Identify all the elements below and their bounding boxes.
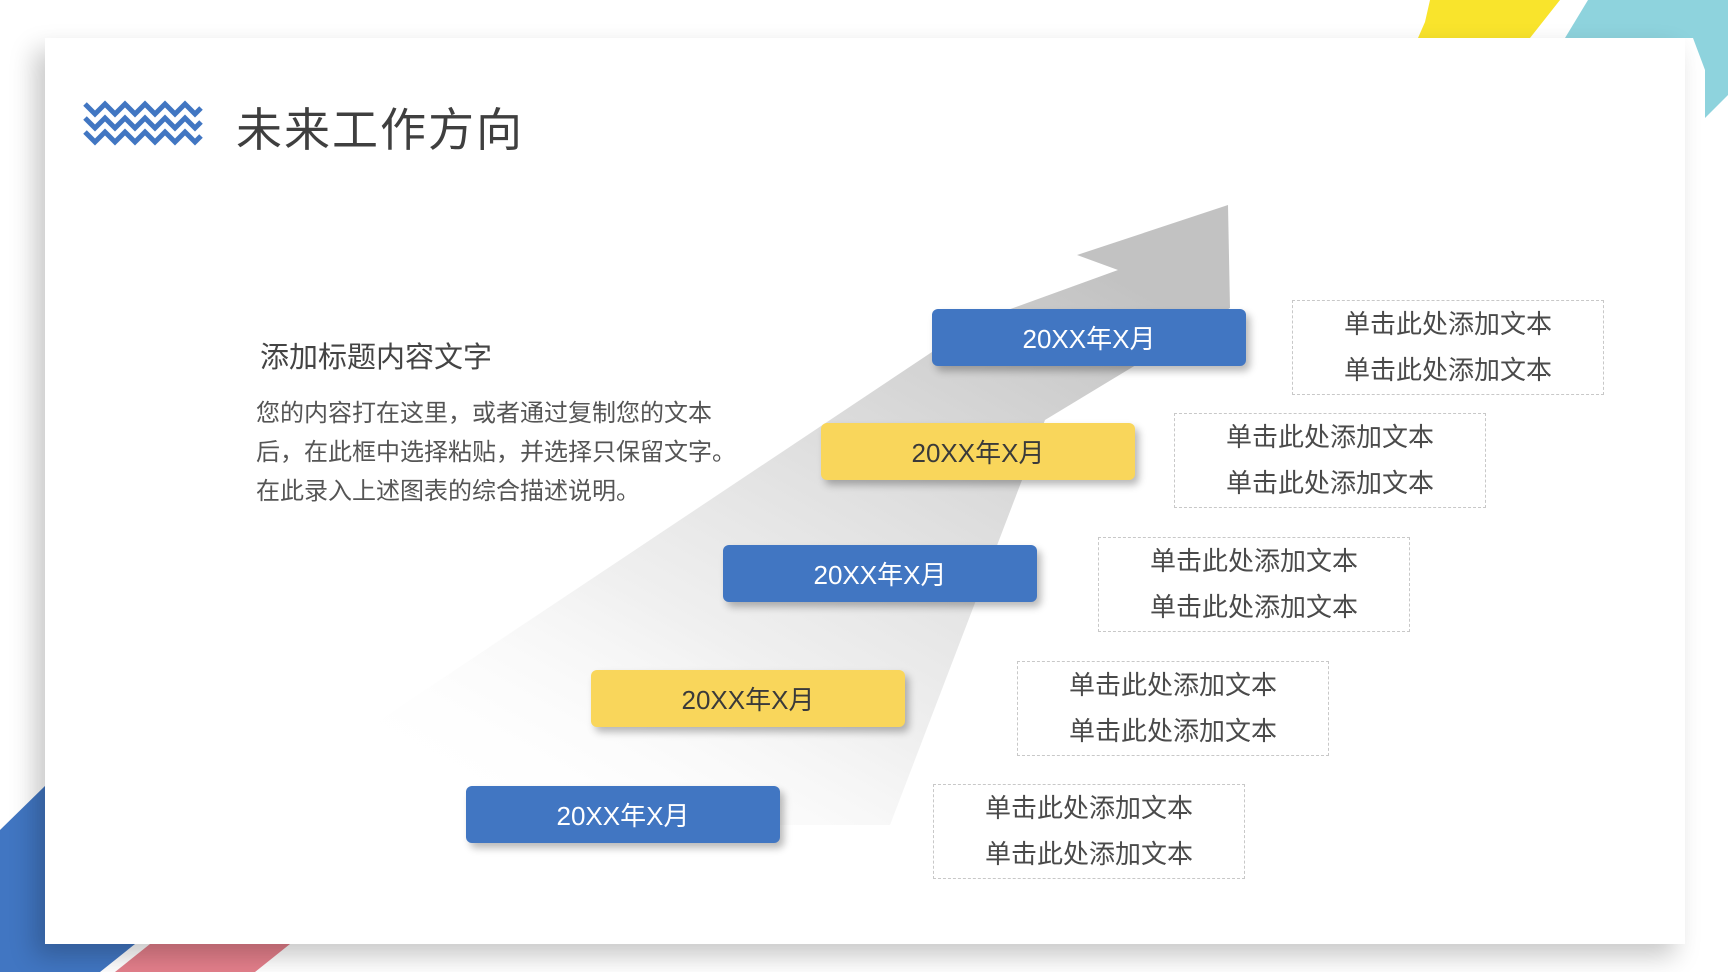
step-label-5[interactable]: 20XX年X月: [466, 786, 780, 843]
step-text-line: 单击此处添加文本: [984, 793, 1193, 824]
step-text-line: 单击此处添加文本: [1068, 716, 1277, 747]
step-text-box-2[interactable]: 单击此处添加文本 单击此处添加文本: [1174, 413, 1486, 508]
step-label-2[interactable]: 20XX年X月: [821, 423, 1135, 480]
step-text-line: 单击此处添加文本: [1149, 592, 1358, 623]
step-text-line: 单击此处添加文本: [1068, 670, 1277, 701]
step-text-box-1[interactable]: 单击此处添加文本 单击此处添加文本: [1292, 300, 1604, 395]
zigzag-icon: [83, 100, 203, 146]
deco-cyan-stripe: [1565, 0, 1728, 38]
content-subtitle: 添加标题内容文字: [260, 340, 493, 374]
body-line: 您的内容打在这里，或者通过复制您的文本: [256, 399, 712, 427]
step-text-line: 单击此处添加文本: [1343, 309, 1552, 340]
step-text-line: 单击此处添加文本: [1225, 422, 1434, 453]
body-line: 后，在此框中选择粘贴，并选择只保留文字。: [256, 438, 736, 466]
step-label-4[interactable]: 20XX年X月: [591, 670, 905, 727]
step-text-line: 单击此处添加文本: [984, 839, 1193, 870]
step-label-3[interactable]: 20XX年X月: [723, 545, 1037, 602]
deco-pink-bottom: [115, 944, 290, 972]
step-text-box-5[interactable]: 单击此处添加文本 单击此处添加文本: [933, 784, 1245, 879]
step-text-line: 单击此处添加文本: [1149, 546, 1358, 577]
step-text-box-3[interactable]: 单击此处添加文本 单击此处添加文本: [1098, 537, 1410, 632]
deco-blue-bottom: [46, 940, 140, 972]
deco-cyan-corner: [1690, 30, 1728, 118]
step-text-line: 单击此处添加文本: [1225, 468, 1434, 499]
page-title: 未来工作方向: [236, 103, 524, 157]
step-text-box-4[interactable]: 单击此处添加文本 单击此处添加文本: [1017, 661, 1329, 756]
step-label-1[interactable]: 20XX年X月: [932, 309, 1246, 366]
content-body: 您的内容打在这里，或者通过复制您的文本 后，在此框中选择粘贴，并选择只保留文字。…: [256, 394, 816, 511]
deco-yellow-stripe: [1418, 0, 1560, 38]
step-text-line: 单击此处添加文本: [1343, 355, 1552, 386]
body-line: 在此录入上述图表的综合描述说明。: [256, 477, 640, 505]
deco-blue-corner: [0, 785, 46, 972]
